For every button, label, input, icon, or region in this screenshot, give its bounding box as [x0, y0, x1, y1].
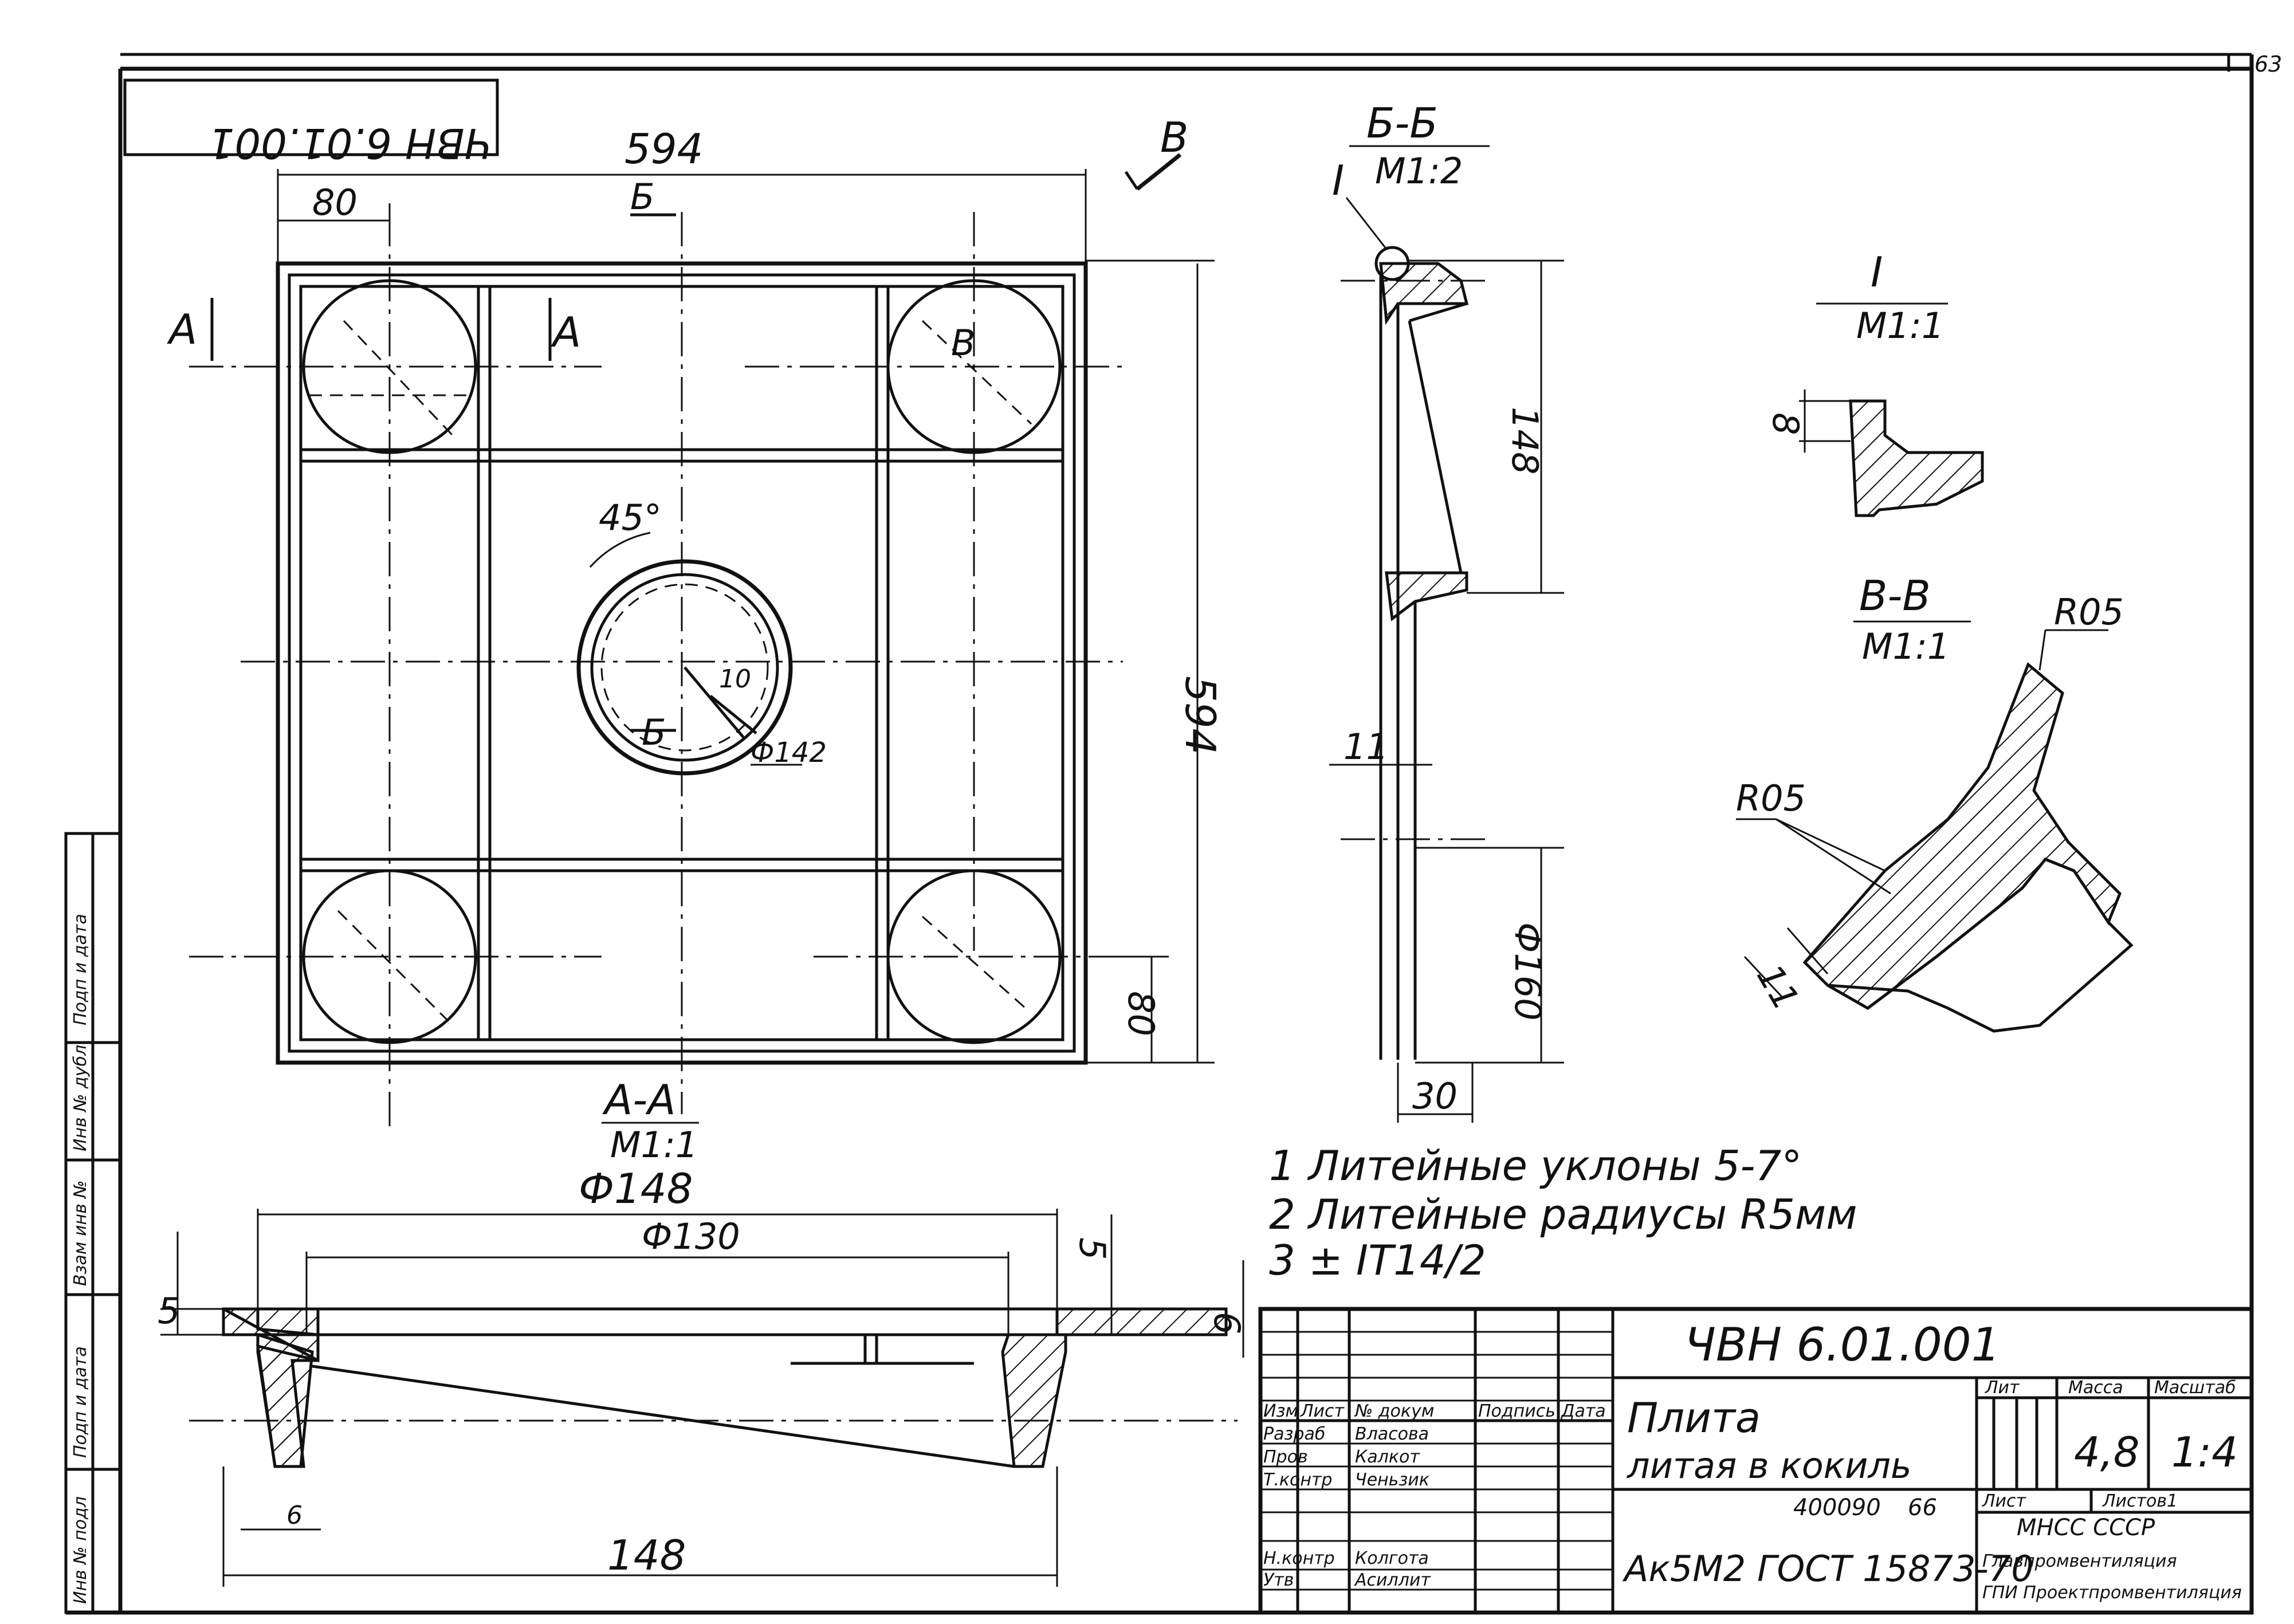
plan-dim-rib: 10 — [719, 664, 751, 694]
section-vv-title: В-В — [1859, 572, 1931, 620]
tb-row-role: Пров — [1263, 1447, 1308, 1467]
sheet-corner-number: 63 — [2254, 52, 2282, 77]
side-stamp-label: Инв № подл — [70, 1496, 91, 1604]
section-bb-title: Б-Б — [1366, 99, 1438, 147]
tb-col-scale: Масштаб — [2154, 1378, 2236, 1398]
detail-i — [1799, 302, 1984, 517]
section-aa-dim-5-right: 5 — [1071, 1237, 1113, 1260]
tb-row-role: Н.контр — [1263, 1548, 1335, 1568]
tb-doc-suffix: 66 — [1908, 1495, 1937, 1521]
tb-org-line2: Главпромвентиляция — [1982, 1551, 2177, 1571]
tb-org-line3: ГПИ Проектпромвентиляция — [1982, 1583, 2242, 1603]
section-aa-dim-148: 148 — [607, 1531, 686, 1579]
tb-sheets-label: Листов1 — [2102, 1491, 2178, 1511]
tb-row-role: Т.контр — [1263, 1470, 1332, 1490]
tb-doc-number: 400090 — [1793, 1495, 1881, 1521]
plan-dim-hole-diameter: Ф142 — [751, 737, 827, 769]
side-stamp — [64, 832, 122, 1614]
section-aa-dim-6-bottom: 6 — [286, 1501, 303, 1530]
section-bb — [1329, 145, 1564, 1123]
tb-org-line1: МНСС СССР — [2017, 1515, 2155, 1541]
section-bb-dim-11: 11 — [1344, 726, 1389, 768]
side-stamp-label: Подп и дата — [70, 914, 91, 1025]
section-aa-title: А-А — [602, 1076, 676, 1124]
section-vv-radius-left: R05 — [1736, 777, 1806, 819]
plan-section-mark-a-right: А — [551, 308, 581, 356]
plan-view-mark-v-inner: В — [951, 322, 976, 364]
section-bb-scale: M1:2 — [1375, 150, 1463, 192]
plan-dim-offset-y: 80 — [1120, 991, 1162, 1036]
plan-section-mark-b-top: Б — [630, 176, 655, 218]
tb-head-doc: № докум — [1354, 1401, 1434, 1421]
designation-top: ЧВН 6.01.001 — [209, 119, 493, 167]
plan-section-mark-a-left: А — [167, 305, 197, 353]
section-aa-dim-phi130: Ф130 — [642, 1216, 740, 1257]
title-block-grid — [1258, 1307, 2254, 1615]
section-aa-dim-6-right: 6 — [1206, 1312, 1248, 1334]
section-aa-dim-5-left: 5 — [158, 1290, 180, 1332]
section-aa — [160, 1122, 1244, 1587]
plan-section-mark-b-bottom: Б — [642, 711, 666, 753]
plan-angle-label: 45° — [599, 497, 662, 538]
section-vv-scale: M1:1 — [1862, 626, 1950, 667]
section-bb-dim-30: 30 — [1412, 1075, 1458, 1117]
tb-col-lit: Лит — [1985, 1378, 2020, 1398]
tb-name-line2: литая в кокиль — [1627, 1445, 1912, 1487]
tb-row-name: Ченьзик — [1355, 1470, 1429, 1490]
tb-row-role: Разраб — [1263, 1424, 1325, 1444]
tb-head-date: Дата — [1560, 1401, 1606, 1421]
side-stamp-label: Подп и дата — [70, 1346, 91, 1458]
note-1: 1 Литейные уклоны 5-7° — [1269, 1142, 1802, 1190]
plan-view — [189, 153, 1215, 1131]
tb-head-list: Лист — [1300, 1401, 1345, 1421]
tb-mass-value: 4,8 — [2074, 1428, 2140, 1476]
tb-head-sign: Подпись — [1478, 1401, 1555, 1421]
tb-scale-value: 1:4 — [2171, 1428, 2238, 1476]
tb-col-mass: Масса — [2068, 1378, 2123, 1398]
section-bb-dim-phi160: Ф160 — [1507, 922, 1549, 1021]
section-bb-detail-mark: I — [1332, 156, 1344, 205]
detail-i-dim-8: 8 — [1765, 412, 1806, 435]
side-stamp-label: Взам инв № — [70, 1180, 91, 1286]
detail-i-title: I — [1871, 248, 1883, 296]
tb-row-name: Асиллит — [1354, 1570, 1431, 1590]
plan-view-mark-v: В — [1160, 113, 1188, 162]
section-vv-radius-top: R05 — [2054, 591, 2124, 633]
section-bb-dim-148: 148 — [1504, 407, 1546, 474]
designation-box-top — [123, 78, 499, 156]
section-aa-dim-phi148: Ф148 — [579, 1165, 693, 1213]
note-3: 3 ± IT14/2 — [1269, 1236, 1486, 1284]
plan-dim-offset-x: 80 — [312, 182, 358, 223]
tb-row-name: Власова — [1355, 1424, 1429, 1444]
tb-designation: ЧВН 6.01.001 — [1684, 1318, 2001, 1371]
section-aa-scale: M1:1 — [610, 1124, 698, 1166]
plan-dim-width: 594 — [624, 125, 703, 173]
tb-head-izm: Изм — [1263, 1401, 1298, 1421]
plan-dim-height: 594 — [1176, 676, 1224, 754]
section-vv-dim-11: 11 — [1749, 957, 1808, 1017]
tb-row-role: Утв — [1263, 1570, 1294, 1590]
tb-sheet-label: Лист — [1982, 1491, 2027, 1511]
tb-row-name: Колгота — [1355, 1548, 1429, 1568]
tb-name-line1: Плита — [1627, 1394, 1761, 1442]
tb-row-name: Калкот — [1355, 1447, 1420, 1467]
note-2: 2 Литейные радиусы R5мм — [1269, 1190, 1857, 1238]
detail-i-scale: M1:1 — [1856, 305, 1944, 347]
side-stamp-label: Инв № дубл — [70, 1045, 91, 1151]
section-vv — [1736, 620, 2134, 1033]
tb-material: Ак5М2 ГОСТ 15873-70 — [1622, 1548, 2034, 1590]
